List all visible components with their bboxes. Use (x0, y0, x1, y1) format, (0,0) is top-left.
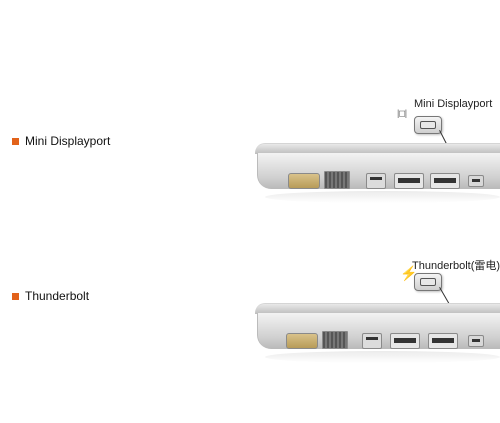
mini-displayport-port (468, 175, 484, 187)
ethernet-port (322, 331, 348, 349)
magsafe-port (286, 333, 318, 349)
laptop-side-view-1 (255, 143, 500, 203)
firewire-port (366, 173, 386, 189)
thunderbolt-port (468, 335, 484, 347)
orange-bullet-icon (12, 292, 19, 300)
section-thunderbolt: Thunderbolt ⚡ Thunderbolt(雷电) (0, 215, 500, 423)
orange-bullet-icon (12, 137, 19, 145)
mini-displayport-callout: Mini Displayport (414, 98, 493, 110)
usb-port (428, 333, 458, 349)
mini-displayport-label-row: Mini Displayport (12, 134, 110, 148)
ethernet-port (324, 171, 350, 189)
usb-port (394, 173, 424, 189)
thunderbolt-icon: ⚡ (400, 265, 418, 281)
laptop-lid (255, 303, 500, 314)
usb-port (390, 333, 420, 349)
laptop-lid (255, 143, 500, 154)
thunderbolt-callout: Thunderbolt(雷电) (412, 260, 500, 272)
mini-displayport-plug (414, 116, 442, 134)
laptop-reflection (265, 191, 500, 203)
magsafe-port (288, 173, 320, 189)
laptop-base (257, 153, 500, 189)
usb-port (430, 173, 460, 189)
firewire-port (362, 333, 382, 349)
mini-displayport-icon: |◻| (397, 108, 407, 118)
thunderbolt-label-row: Thunderbolt (12, 289, 89, 303)
laptop-base (257, 313, 500, 349)
mini-displayport-label: Mini Displayport (25, 134, 111, 148)
section-mini-displayport: Mini Displayport |◻| Mini Displayport (12, 98, 500, 203)
laptop-reflection (265, 351, 500, 363)
laptop-side-view-2 (255, 303, 500, 363)
thunderbolt-label: Thunderbolt (25, 289, 90, 303)
thunderbolt-plug (414, 273, 442, 291)
